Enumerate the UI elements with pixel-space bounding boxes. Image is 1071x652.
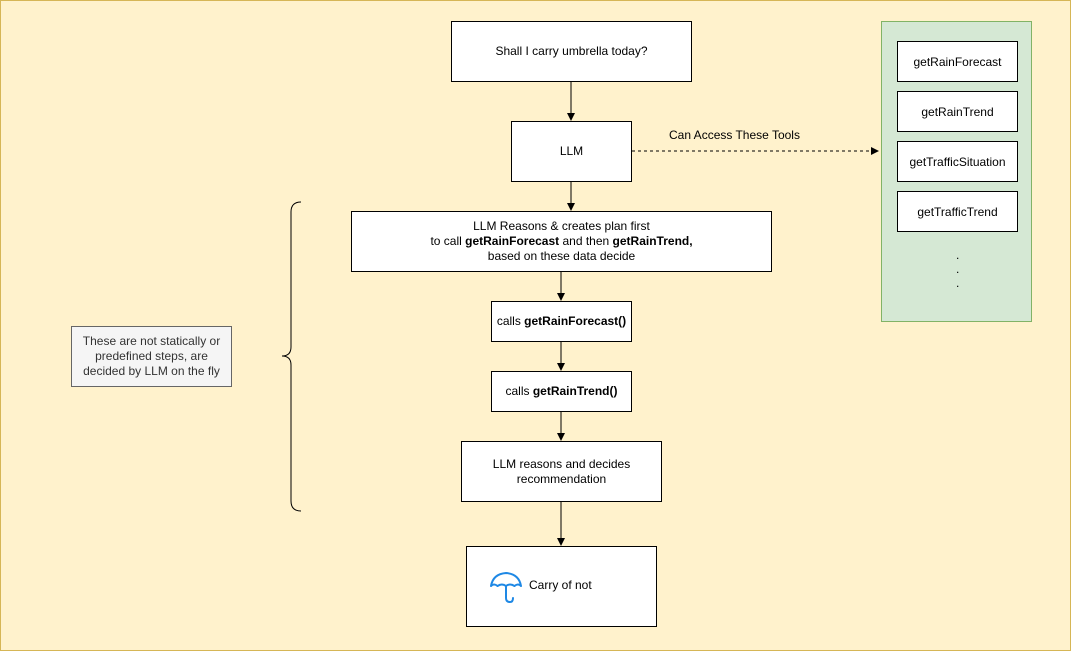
tool-get-rain-forecast[interactable]: getRainForecast: [897, 41, 1018, 82]
note-line-1: These are not statically or: [82, 334, 221, 348]
final-label: Carry of not: [529, 578, 592, 592]
question-text: Shall I carry umbrella today?: [495, 44, 648, 58]
final-box[interactable]: [466, 546, 657, 627]
decide-line-2: recommendation: [516, 471, 607, 486]
dynamic-steps-note[interactable]: These are not statically or predefined s…: [71, 326, 232, 387]
decide-line-1: LLM reasons and decides: [492, 456, 631, 471]
decide-box[interactable]: LLM reasons and decides recommendation: [461, 441, 662, 502]
tool-get-rain-trend[interactable]: getRainTrend: [897, 91, 1018, 132]
plan-line-1: LLM Reasons & creates plan first: [473, 219, 650, 233]
llm-box[interactable]: LLM: [511, 121, 632, 182]
call-forecast-text: calls getRainForecast(): [496, 314, 627, 328]
umbrella-icon: [490, 572, 522, 603]
tool-get-traffic-trend[interactable]: getTrafficTrend: [897, 191, 1018, 232]
plan-tool-forecast: getRainForecast: [465, 234, 560, 248]
call-trend-box[interactable]: calls getRainTrend(): [491, 371, 632, 412]
curly-brace: [281, 201, 302, 512]
llm-text: LLM: [559, 144, 584, 158]
call-forecast-box[interactable]: calls getRainForecast(): [491, 301, 632, 342]
question-box[interactable]: Shall I carry umbrella today?: [451, 21, 692, 82]
plan-line-2: to call getRainForecast and then getRain…: [430, 234, 693, 248]
plan-box[interactable]: LLM Reasons & creates plan first to call…: [351, 211, 772, 272]
edge-label-tools-access: Can Access These Tools: [669, 128, 800, 142]
call-trend-text: calls getRainTrend(): [505, 384, 618, 398]
more-tools-ellipsis: ...: [956, 248, 960, 290]
note-line-3: decided by LLM on the fly: [83, 364, 220, 378]
plan-line-3: based on these data decide: [487, 249, 636, 263]
tools-panel: getRainForecast getRainTrend getTrafficS…: [881, 21, 1032, 322]
tool-get-traffic-situation[interactable]: getTrafficSituation: [897, 141, 1018, 182]
plan-tool-trend: getRainTrend,: [612, 234, 693, 248]
note-line-2: predefined steps, are: [95, 349, 208, 363]
